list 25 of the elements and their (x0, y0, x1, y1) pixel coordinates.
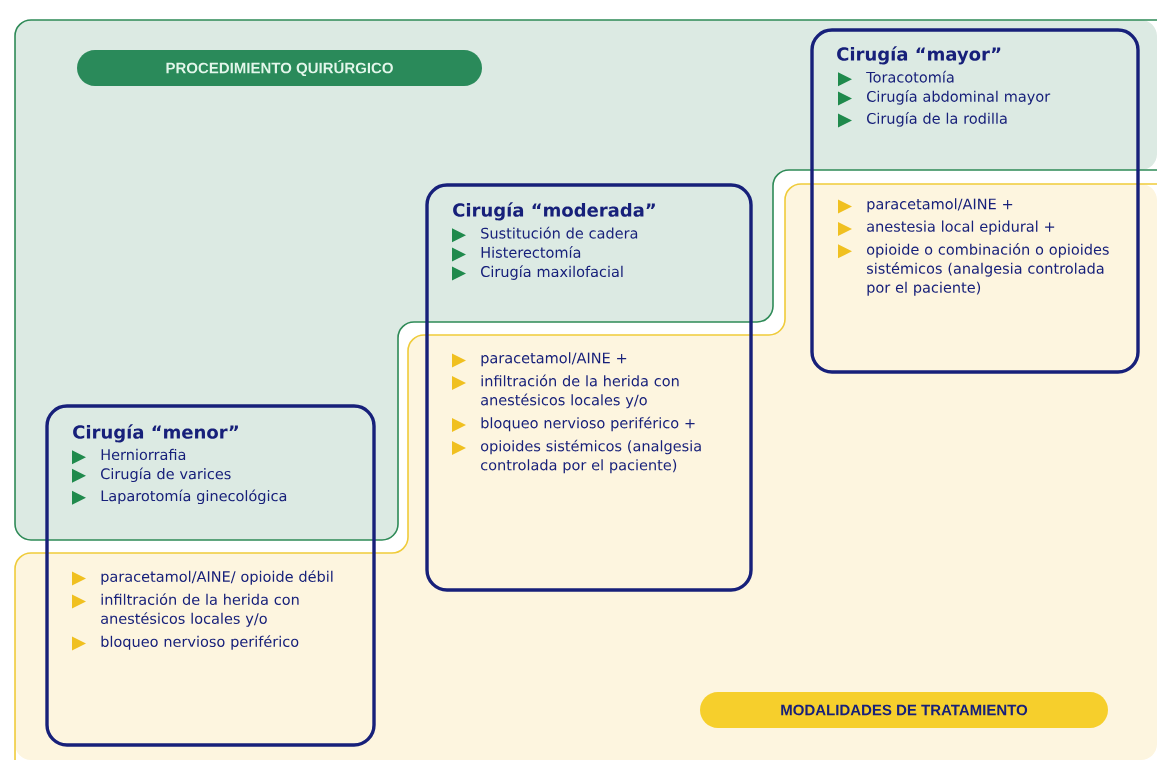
label-pill: MODALIDADES DE TRATAMIENTO (700, 692, 1108, 728)
treatment-item: paracetamol/AINE/ opioide débil (101, 570, 333, 585)
treatment-item: anestesia local epidural + (867, 220, 1055, 235)
treatment-item: opioides sistémicos (analgesia controlada por el paciente) (481, 439, 701, 474)
procedure-item: Cirugía maxilofacial (481, 265, 623, 280)
surgery-box (425, 183, 753, 592)
treatment-item: opioide o combinación o opioides sistémicos (analgesia controlada por el paciente) (867, 243, 1109, 296)
box-heading: Cirugía “menor” (73, 424, 238, 443)
treatment-item: bloqueo nervioso periférico (101, 635, 299, 650)
procedure-item: Laparotomía ginecológica (101, 489, 287, 505)
treatment-item: paracetamol/AINE + (481, 352, 627, 367)
box-heading: Cirugía “mayor” (837, 46, 1001, 65)
treatment-item: bloqueo nervioso periférico + (481, 416, 695, 432)
procedure-item: Cirugía de la rodilla (867, 112, 1007, 127)
procedure-item: Herniorrafia (101, 448, 186, 461)
box-heading: Cirugía “moderada” (453, 202, 655, 221)
surgery-box (45, 404, 376, 747)
surgery-box (810, 28, 1140, 374)
treatment-item: paracetamol/AINE + (867, 198, 1013, 213)
procedure-item: Toracotomía (866, 70, 954, 83)
procedure-item: Histerectomía (481, 246, 581, 258)
label-pill: PROCEDIMIENTO QUIRÚRGICO (77, 50, 482, 86)
procedure-item: Sustitución de cadera (481, 226, 638, 239)
procedure-item: Cirugía de varices (101, 467, 231, 483)
procedure-item: Cirugía abdominal mayor (867, 90, 1051, 105)
